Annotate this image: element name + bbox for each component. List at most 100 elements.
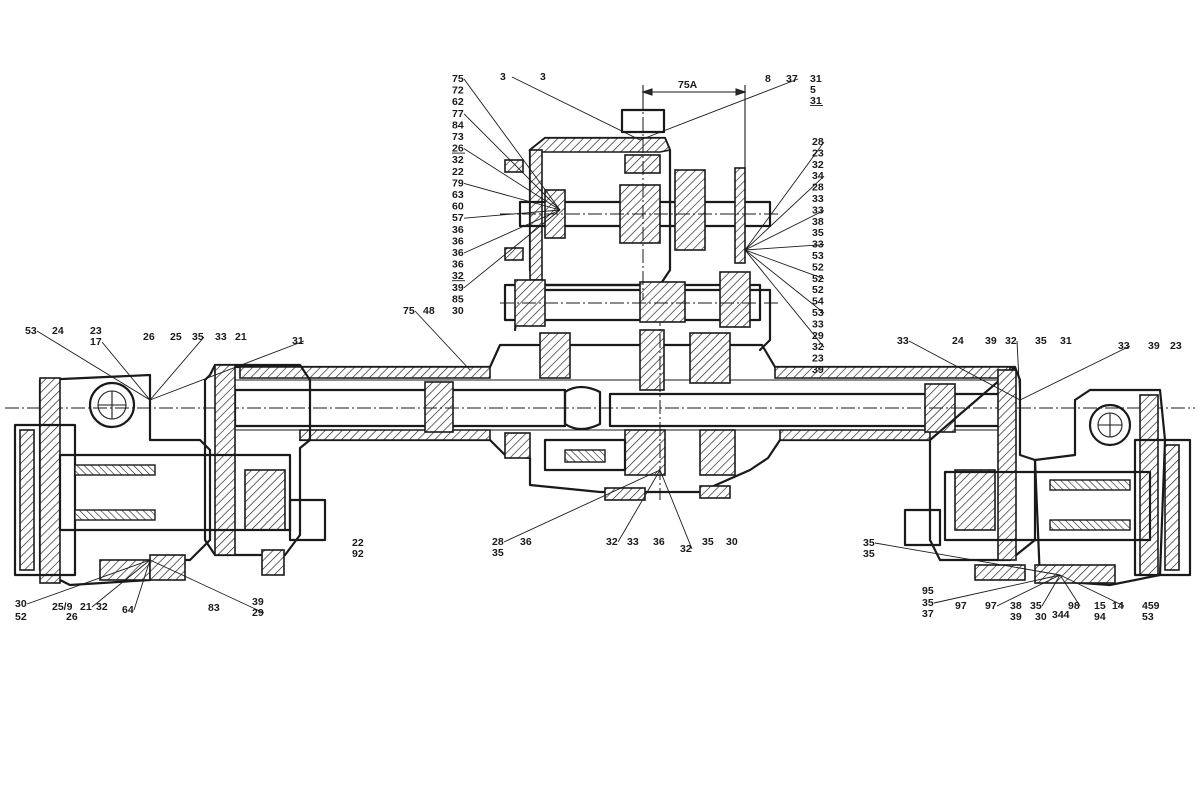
leader-line xyxy=(617,469,661,543)
callout-top-left-18: 39 xyxy=(452,282,464,294)
leader-line xyxy=(91,559,151,608)
callout-left-hub-5: 25 xyxy=(170,331,182,343)
callout-right-hub-8: 23 xyxy=(1170,340,1182,352)
callout-top-mid-0: 3 xyxy=(500,71,506,83)
callout-bottom-right-11: 344 xyxy=(1052,609,1070,621)
callout-right-hub-1: 24 xyxy=(952,335,964,347)
leader-line xyxy=(463,182,561,211)
leader-line xyxy=(1016,340,1021,401)
callout-top-right-stack-0: 31 xyxy=(810,73,822,85)
leader-line xyxy=(149,336,205,401)
callout-top-left-2: 62 xyxy=(452,96,464,108)
callout-bottom-right-1: 35 xyxy=(863,548,875,560)
callout-top-left-17: 32 xyxy=(452,270,464,282)
callout-bottom-center-7: 35 xyxy=(702,536,714,548)
leader-line xyxy=(463,209,561,289)
callout-bottom-left-4: 26 xyxy=(66,611,78,623)
callout-bottom-right-17: 53 xyxy=(1142,611,1154,623)
callout-bottom-right-5: 97 xyxy=(955,600,967,612)
callout-bottom-left-5: 32 xyxy=(96,601,108,613)
callout-bottom-center-6: 32 xyxy=(680,543,692,555)
leader-line xyxy=(463,148,561,211)
callout-right-hub-0: 33 xyxy=(897,335,909,347)
callout-top-right-6: 33 xyxy=(812,204,824,216)
leader-line xyxy=(36,330,151,401)
callout-top-left-12: 57 xyxy=(452,212,464,224)
callout-top-left-13: 36 xyxy=(452,224,464,236)
leader-line xyxy=(101,341,151,401)
leader-line xyxy=(744,141,825,251)
callout-top-mid-2: 8 xyxy=(765,73,771,85)
callout-bottom-center-3: 32 xyxy=(606,536,618,548)
leader-line xyxy=(133,559,151,611)
callout-right-hub-5: 31 xyxy=(1060,335,1072,347)
callout-bottom-left-6: 64 xyxy=(122,604,134,616)
leader-line xyxy=(1059,574,1081,607)
callout-bottom-left-2: 25/9 xyxy=(52,601,73,613)
callout-bottom-right-15: 14 xyxy=(1112,600,1124,612)
callout-bottom-left-1: 52 xyxy=(15,611,27,623)
leader-line xyxy=(744,249,825,280)
callout-top-left-11: 60 xyxy=(452,201,464,213)
half-shaft-left xyxy=(233,381,602,433)
callout-top-right-15: 53 xyxy=(812,307,824,319)
callout-bottom-left-7: 83 xyxy=(208,602,220,614)
callout-top-right-8: 35 xyxy=(812,227,824,239)
callout-bottom-left-10: 22 xyxy=(352,537,364,549)
callout-top-left-9: 79 xyxy=(452,177,464,189)
callout-bottom-right-10: 30 xyxy=(1035,611,1047,623)
callout-top-mid-3: 37 xyxy=(786,73,798,85)
callout-top-left-6: 26 xyxy=(452,143,464,155)
leader-line xyxy=(744,249,825,314)
callout-top-right-11: 52 xyxy=(812,261,824,273)
callout-bottom-right-14: 94 xyxy=(1094,611,1106,623)
leader-line xyxy=(463,209,561,254)
leader-line xyxy=(744,244,825,251)
leader-line xyxy=(744,249,825,348)
leader-line xyxy=(149,340,305,401)
callout-top-right-3: 34 xyxy=(812,170,824,182)
callout-top-right-10: 53 xyxy=(812,250,824,262)
leader-line xyxy=(639,78,799,141)
callout-top-right-stack-2: 31 xyxy=(810,95,822,107)
callout-bottom-right-3: 35 xyxy=(922,597,934,609)
callout-top-left-5: 73 xyxy=(452,131,464,143)
callout-bottom-left-11: 92 xyxy=(352,548,364,560)
callout-bottom-right-9: 35 xyxy=(1030,600,1042,612)
leader-line xyxy=(933,574,1061,604)
callout-top-right-1: 23 xyxy=(812,147,824,159)
leader-line xyxy=(414,310,471,371)
callout-bottom-right-0: 35 xyxy=(863,537,875,549)
callout-right-hub-2: 39 xyxy=(985,335,997,347)
callout-right-hub-7: 39 xyxy=(1148,340,1160,352)
dimension-75a: 75A xyxy=(641,79,747,170)
callout-top-left-15: 36 xyxy=(452,247,464,259)
leader-line xyxy=(26,559,151,605)
callout-top-right-16: 33 xyxy=(812,318,824,330)
callout-top-right-7: 38 xyxy=(812,216,824,228)
callout-bottom-left-0: 30 xyxy=(15,598,27,610)
callout-left-hub-6: 35 xyxy=(192,331,204,343)
callout-top-left-20: 30 xyxy=(452,305,464,317)
leader-line xyxy=(503,469,661,543)
callout-bottom-right-8: 39 xyxy=(1010,611,1022,623)
callout-top-left-16: 36 xyxy=(452,259,464,271)
leader-line xyxy=(511,76,641,141)
callout-bottom-right-12: 98 xyxy=(1068,600,1080,612)
callout-labels: 7572627784732632227963605736363636323985… xyxy=(15,71,1182,623)
leader-line xyxy=(874,542,1061,576)
leader-line xyxy=(908,340,1021,401)
callout-top-right-14: 54 xyxy=(812,296,824,308)
callout-bottom-right-7: 38 xyxy=(1010,600,1022,612)
callout-top-right-20: 39 xyxy=(812,364,824,376)
callout-top-right-12: 52 xyxy=(812,273,824,285)
callout-top-right-4: 28 xyxy=(812,182,824,194)
callout-bottom-center-0: 28 xyxy=(492,536,504,548)
callout-left-hub-1: 24 xyxy=(52,325,64,337)
leader-line xyxy=(463,113,561,211)
callout-top-left-0: 75 xyxy=(452,73,464,85)
callout-bottom-right-2: 95 xyxy=(922,585,934,597)
callout-bottom-right-6: 97 xyxy=(985,600,997,612)
leader-line xyxy=(463,209,561,219)
callout-top-left-8: 22 xyxy=(452,166,464,178)
